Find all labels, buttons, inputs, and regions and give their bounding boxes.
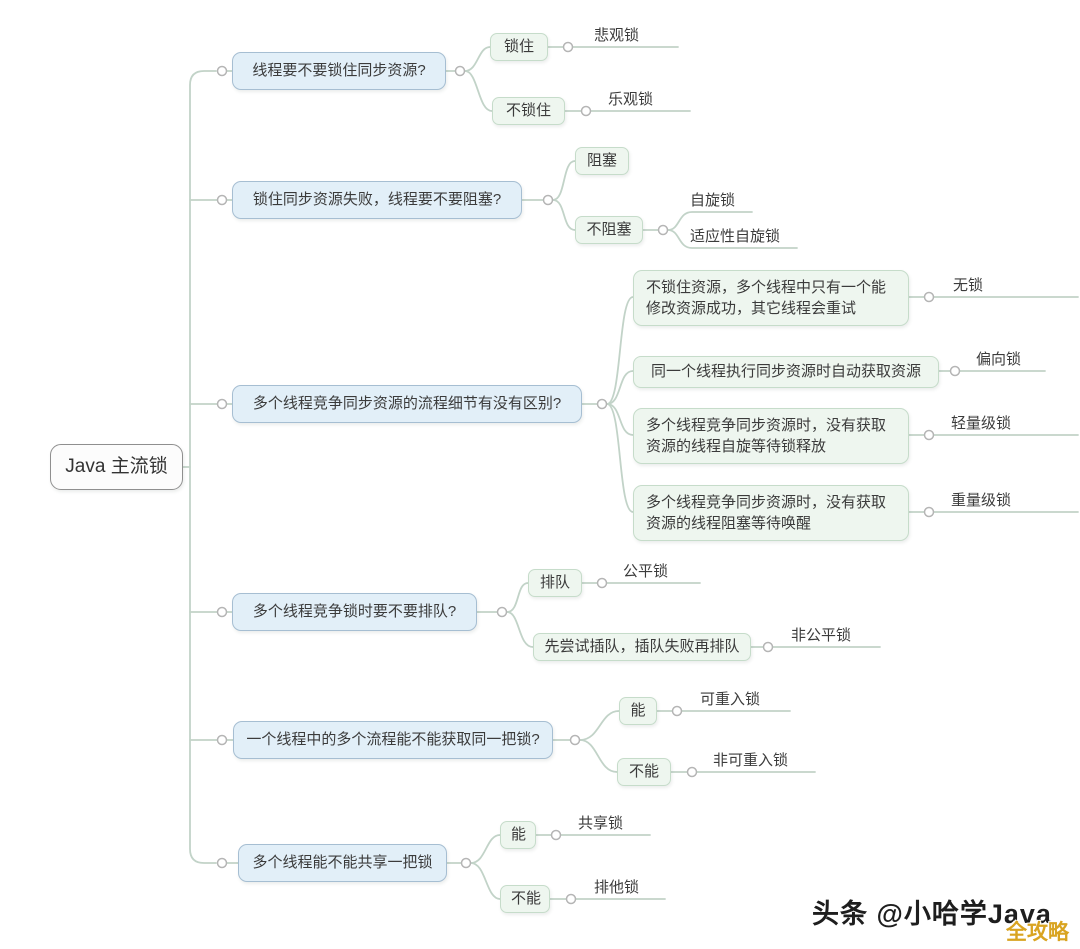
option-3-3[interactable]: 多个线程竞争同步资源时，没有获取资源的线程自旋等待锁释放 [633, 408, 909, 464]
option-6-2[interactable]: 不能 [500, 885, 550, 913]
question-3[interactable]: 多个线程竞争同步资源的流程细节有没有区别? [232, 385, 582, 423]
leaf-5-1-1[interactable]: 可重入锁 [700, 691, 761, 708]
question-4[interactable]: 多个线程竞争锁时要不要排队? [232, 593, 477, 631]
option-1-2[interactable]: 不锁住 [492, 97, 565, 125]
leaf-4-2-1[interactable]: 非公平锁 [791, 627, 852, 644]
question-5[interactable]: 一个线程中的多个流程能不能获取同一把锁? [233, 721, 553, 759]
leaf-3-3-1[interactable]: 轻量级锁 [951, 415, 1012, 432]
option-2-1[interactable]: 阻塞 [575, 147, 629, 175]
leaf-6-1-1[interactable]: 共享锁 [578, 815, 624, 832]
leaf-3-2-1[interactable]: 偏向锁 [976, 351, 1022, 368]
leaf-6-2-1[interactable]: 排他锁 [594, 879, 640, 896]
leaf-1-2-1[interactable]: 乐观锁 [608, 91, 654, 108]
option-4-1[interactable]: 排队 [528, 569, 582, 597]
option-4-2[interactable]: 先尝试插队，插队失败再排队 [533, 633, 751, 661]
watermark-badge: 全攻略 [1006, 921, 1069, 944]
leaf-3-4-1[interactable]: 重量级锁 [951, 492, 1012, 509]
question-6[interactable]: 多个线程能不能共享一把锁 [238, 844, 447, 882]
leaf-4-1-1[interactable]: 公平锁 [623, 563, 669, 580]
option-3-1[interactable]: 不锁住资源，多个线程中只有一个能修改资源成功，其它线程会重试 [633, 270, 909, 326]
leaf-3-1-1[interactable]: 无锁 [953, 277, 984, 294]
option-5-2[interactable]: 不能 [617, 758, 671, 786]
option-1-1[interactable]: 锁住 [490, 33, 548, 61]
question-2[interactable]: 锁住同步资源失败，线程要不要阻塞? [232, 181, 522, 219]
option-3-2[interactable]: 同一个线程执行同步资源时自动获取资源 [633, 356, 939, 388]
option-5-1[interactable]: 能 [619, 697, 657, 725]
leaf-1-1-1[interactable]: 悲观锁 [594, 27, 640, 44]
watermark-credit: 头条 @小哈学Java [812, 899, 1052, 929]
leaf-5-2-1[interactable]: 非可重入锁 [713, 752, 789, 769]
leaf-2-2-2[interactable]: 适应性自旋锁 [690, 228, 781, 245]
option-6-1[interactable]: 能 [500, 821, 536, 849]
root-topic[interactable]: Java 主流锁 [50, 444, 183, 490]
option-2-2[interactable]: 不阻塞 [575, 216, 643, 244]
leaf-2-2-1[interactable]: 自旋锁 [690, 192, 736, 209]
question-1[interactable]: 线程要不要锁住同步资源? [232, 52, 446, 90]
option-3-4[interactable]: 多个线程竞争同步资源时，没有获取资源的线程阻塞等待唤醒 [633, 485, 909, 541]
